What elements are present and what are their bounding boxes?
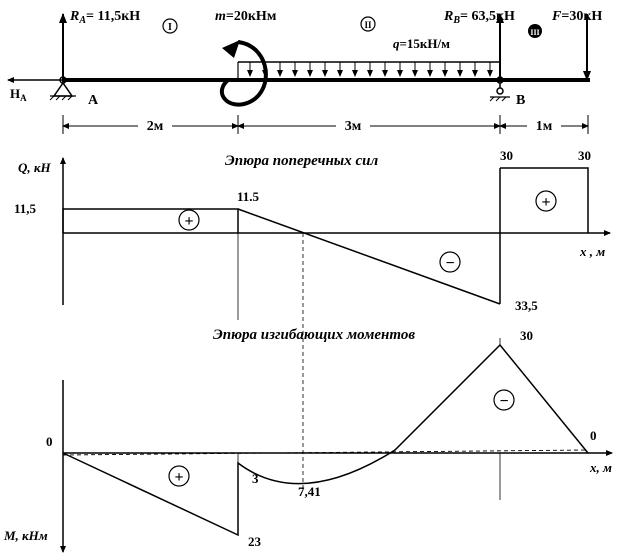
q-label-30a: 30: [500, 148, 513, 163]
dim-label-3: 1м: [536, 119, 553, 134]
q-label-30b: 30: [578, 148, 591, 163]
section-marker-ii: [360, 16, 376, 32]
dim-label-2: 3м: [345, 119, 362, 134]
support-b-symbol: [489, 76, 510, 102]
ha-label: HA: [10, 86, 27, 103]
section-marker-iii: [528, 24, 542, 38]
shear-title: Эпюра поперечных сил: [225, 153, 378, 169]
moment-diagram: M, кНм x, м Эпюра изгибающих моментов 0 …: [3, 327, 613, 553]
m-sign-minus: −: [499, 393, 508, 410]
ra-label: RA= 11,5кН: [69, 9, 140, 26]
m-axis-label: M, кНм: [3, 528, 48, 543]
beam-scheme: RA= 11,5кН I HA A m=20кНм: [7, 9, 602, 134]
q-x-axis-label: x , м: [579, 244, 605, 259]
m-label-0b: 0: [590, 428, 597, 443]
q-sign-plus-2: +: [541, 194, 550, 211]
m-label-3: 3: [252, 471, 259, 486]
q-sign-plus-1: +: [184, 213, 193, 230]
q-label-11-5b: 11.5: [237, 189, 260, 204]
support-a-label: A: [88, 93, 99, 108]
m-label-7-41: 7,41: [298, 484, 321, 499]
shear-diagram: Q, кН x , м Эпюра поперечных сил 11,5 11…: [14, 148, 611, 490]
q-sloped-line: [237, 208, 501, 305]
q-axis-label: Q, кН: [18, 160, 51, 175]
section-marker-i: [162, 18, 178, 34]
q-label-11-5: 11,5: [14, 201, 37, 216]
moment-label: m=20кНм: [215, 9, 277, 24]
section-label-iii: III: [530, 28, 539, 37]
q-positive-region-1: [62, 208, 239, 233]
section-label-ii: II: [364, 20, 372, 30]
distributed-load: [237, 61, 501, 78]
moment-symbol: [220, 40, 268, 107]
m-label-0a: 0: [46, 434, 53, 449]
section-label-i: I: [168, 22, 172, 33]
load-label: q=15кН/м: [393, 36, 450, 51]
m-sign-plus: +: [174, 469, 183, 486]
m-x-axis-label: x, м: [589, 460, 612, 475]
q-positive-region-2: [500, 167, 589, 233]
support-a-symbol: [49, 76, 76, 101]
m-curve: [62, 343, 589, 537]
moment-title: Эпюра изгибающих моментов: [213, 327, 415, 343]
support-b-label: B: [516, 93, 525, 108]
m-label-30: 30: [520, 328, 533, 343]
rb-label: RB= 63,5кН: [443, 9, 515, 26]
q-label-33-5: 33,5: [515, 298, 538, 313]
force-f-label: F=30кН: [551, 9, 602, 24]
q-sign-minus: −: [445, 255, 454, 272]
m-label-23: 23: [248, 534, 262, 549]
dim-label-1: 2м: [147, 119, 164, 134]
